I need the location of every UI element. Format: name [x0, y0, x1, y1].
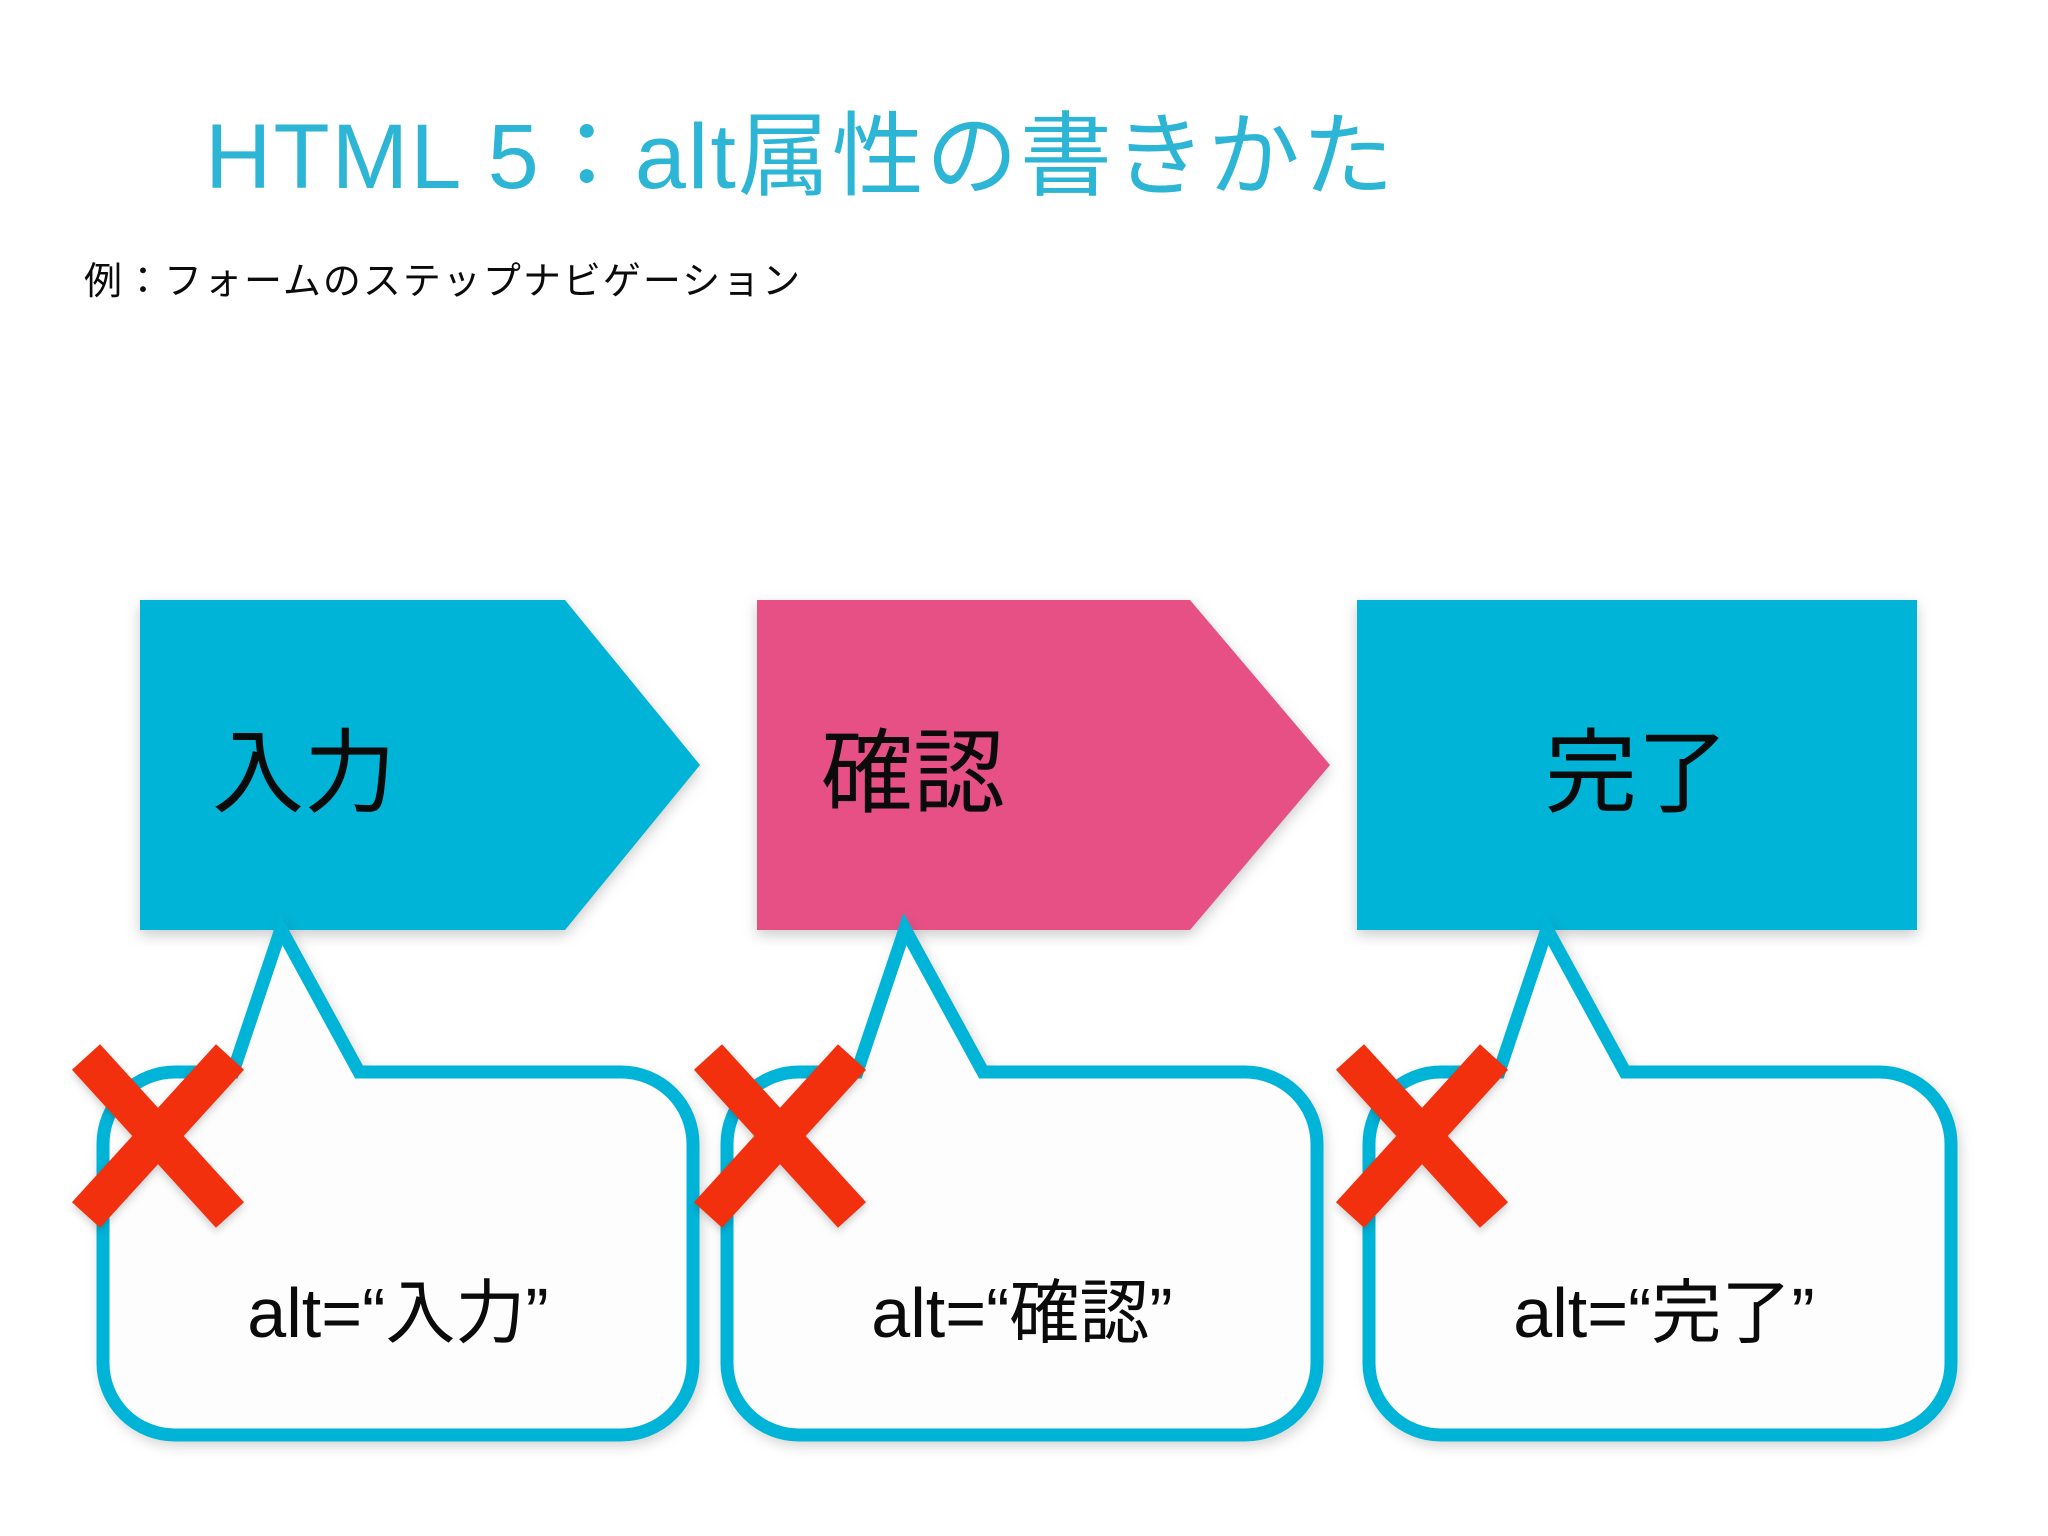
- page-title: HTML 5：alt属性の書きかた: [205, 106, 1396, 208]
- step-rect-complete-shape: [1357, 600, 1917, 930]
- bubble-alt-text-complete: alt=“完了”: [1513, 1273, 1815, 1352]
- step-label-complete: 完了: [1544, 722, 1729, 825]
- x-mark-icon: [693, 1044, 867, 1228]
- step-label-input: 入力: [212, 722, 397, 825]
- step-arrow-input-shape: [140, 600, 700, 930]
- x-mark-icon: [1335, 1044, 1509, 1228]
- subtitle: 例：フォームのステップナビゲーション: [84, 261, 803, 303]
- x-mark-icon: [71, 1044, 245, 1228]
- step-arrow-confirm-shape: [757, 600, 1330, 930]
- bubble-alt-text-input: alt=“入力”: [247, 1273, 549, 1352]
- bubble-alt-text-confirm: alt=“確認”: [871, 1273, 1173, 1352]
- step-label-confirm: 確認: [821, 722, 1006, 825]
